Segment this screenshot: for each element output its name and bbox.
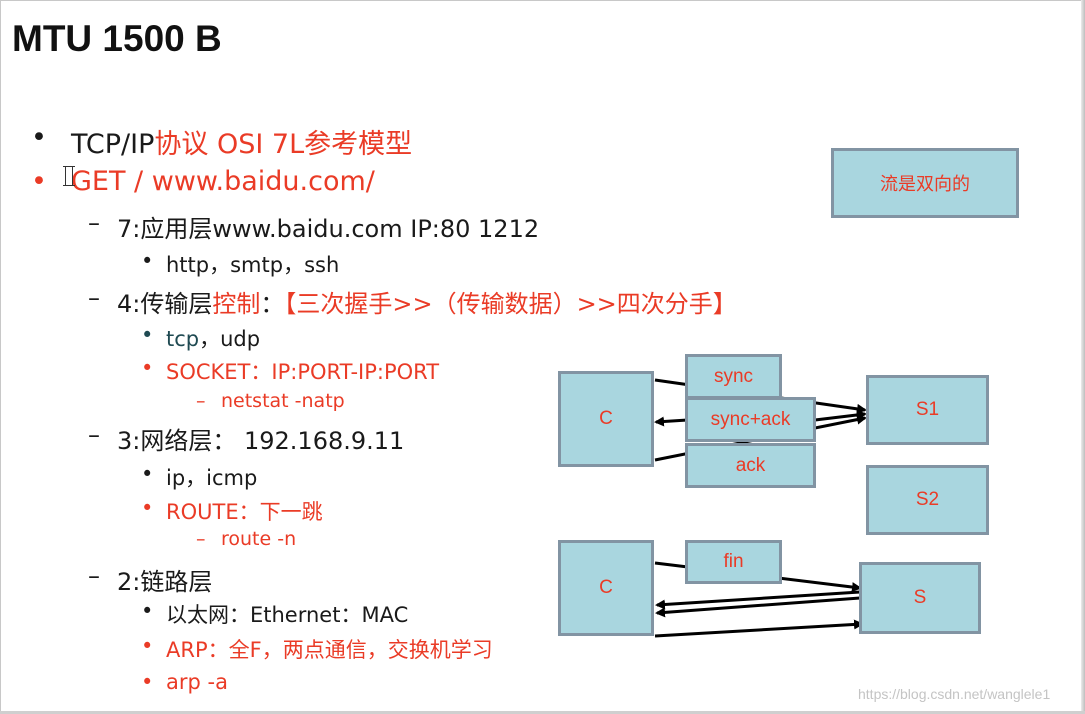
bullet-text: tcp，udp [166, 323, 260, 353]
bullet-marker: – [196, 528, 206, 550]
bullet-text-part: http，smtp，ssh [166, 253, 340, 277]
bullet-text-part: 3:网络层： 192.168.9.11 [117, 427, 405, 455]
msg-fin-box: fin [685, 540, 782, 584]
bullet-text: netstat -natp [221, 390, 345, 412]
bullet-marker: • [141, 599, 154, 623]
msg-sync-box: sync [685, 354, 782, 399]
bullet-text-part: GET / www.baidu.com/ [71, 166, 375, 197]
bullet-marker: • [31, 122, 47, 153]
bullet-marker: • [141, 323, 154, 347]
watermark: https://blog.csdn.net/wanglele1 [858, 686, 1051, 702]
bullet-text: 7:应用层www.baidu.com IP:80 1212 [117, 209, 539, 244]
bullet-text-part: ROUTE：下一跳 [166, 500, 323, 524]
bullet-text: ARP：全F，两点通信，交换机学习 [166, 634, 493, 664]
bullet-text-part: tcp [166, 327, 200, 351]
bullet-text-part: 7:应用层www.baidu.com IP:80 1212 [117, 215, 540, 243]
note-box: 流是双向的 [831, 148, 1019, 218]
client-box-handshake: C [558, 371, 654, 467]
bullet-marker: • [141, 670, 154, 694]
server-s1-box: S1 [866, 375, 989, 445]
bullet-text: TCP/IP协议 OSI 7L参考模型 [71, 122, 412, 161]
bullet-text-part: route -n [221, 528, 297, 550]
bullet-text-part: netstat -natp [221, 390, 345, 412]
bullet-text: arp -a [166, 670, 228, 694]
bullet-marker: • [141, 634, 154, 658]
bullet-text-part: ： [260, 290, 285, 318]
bullet-text-part: SOCKET：IP:PORT-IP:PORT [166, 360, 440, 384]
bullet-marker: – [88, 562, 100, 590]
bullet-text-part: 协议 OSI 7L参考模型 [154, 129, 413, 160]
bullet-marker: – [88, 209, 100, 237]
client-box-teardown: C [558, 540, 654, 636]
bullet-text: 以太网：Ethernet：MAC [166, 599, 408, 629]
msg-sync-ack-box: sync+ack [685, 397, 816, 442]
bullet-marker: • [31, 166, 47, 197]
bullet-text-part: 控制 [212, 290, 261, 318]
server-s2-box: S2 [866, 465, 989, 535]
bullet-text-part: ip，icmp [166, 466, 258, 490]
bullet-text: 2:链路层 [117, 562, 212, 597]
bullet-text-part: 2:链路层 [117, 568, 213, 596]
bullet-text-part: TCP/IP [71, 129, 155, 160]
bullet-text: 4:传输层控制：【三次握手>>（传输数据）>>四次分手】 [117, 284, 737, 319]
bullet-marker: • [141, 249, 154, 273]
bullet-text-part: 【三次握手>>（传输数据）>>四次分手】 [284, 290, 737, 318]
bullet-marker: – [196, 390, 206, 412]
arrow-fin-ack [655, 590, 861, 610]
msg-ack-box: ack [685, 443, 816, 488]
bullet-text: http，smtp，ssh [166, 249, 339, 279]
bullet-text: route -n [221, 528, 296, 550]
bullet-text-part: 4:传输层 [117, 290, 213, 318]
slide-title: MTU 1500 B [12, 18, 222, 59]
arrow-fin-server [655, 596, 861, 618]
bullet-text: ROUTE：下一跳 [166, 496, 323, 526]
bullet-text-part: ，udp [199, 327, 261, 351]
server-s-box: S [859, 562, 981, 634]
bullet-text-part: 以太网：Ethernet：MAC [166, 603, 409, 627]
arrow-last-ack [654, 619, 864, 638]
bullet-text: SOCKET：IP:PORT-IP:PORT [166, 356, 439, 386]
slide-edge-bottom [0, 711, 1085, 714]
bullet-marker: – [88, 421, 100, 449]
bullet-text: ip，icmp [166, 462, 257, 492]
bullet-text: 3:网络层： 192.168.9.11 [117, 421, 404, 456]
bullet-text: GET / www.baidu.com/ [71, 166, 375, 197]
bullet-text-part: ARP：全F，两点通信，交换机学习 [166, 638, 493, 662]
text-cursor-icon [63, 166, 75, 186]
bullet-marker: • [141, 462, 154, 486]
bullet-marker: • [141, 496, 154, 520]
slide-edge-right [1081, 0, 1085, 714]
bullet-text-part: arp -a [166, 670, 228, 694]
bullet-marker: – [88, 284, 100, 312]
bullet-marker: • [141, 356, 154, 380]
